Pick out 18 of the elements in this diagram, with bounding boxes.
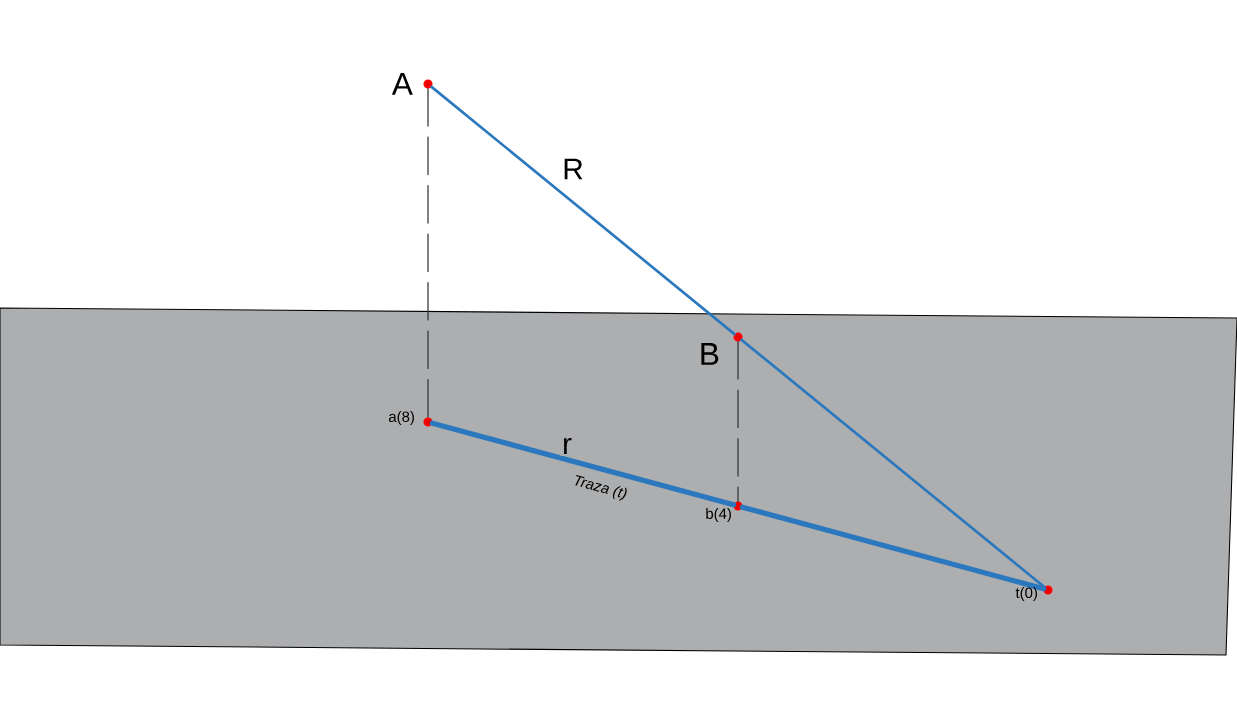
point-label: A: [391, 73, 413, 95]
line-segment: [740, 338, 1046, 589]
point-label: a(8): [389, 411, 414, 425]
point-marker: [733, 332, 743, 342]
point-marker: [423, 79, 433, 89]
point-label: t(0): [1015, 587, 1037, 601]
edge-label: r: [560, 436, 574, 456]
point-label: B: [701, 343, 719, 365]
line-segment: [429, 420, 737, 508]
edge-label: R: [560, 156, 586, 181]
point-marker: [1043, 585, 1053, 595]
point-marker: [733, 501, 743, 511]
projection-line: [737, 340, 739, 503]
point-marker: [423, 417, 433, 427]
line-segment: [430, 85, 736, 336]
line-caption: Traza (t): [575, 474, 627, 501]
point-label: b(4): [706, 508, 731, 522]
line-segment: [739, 504, 1047, 592]
